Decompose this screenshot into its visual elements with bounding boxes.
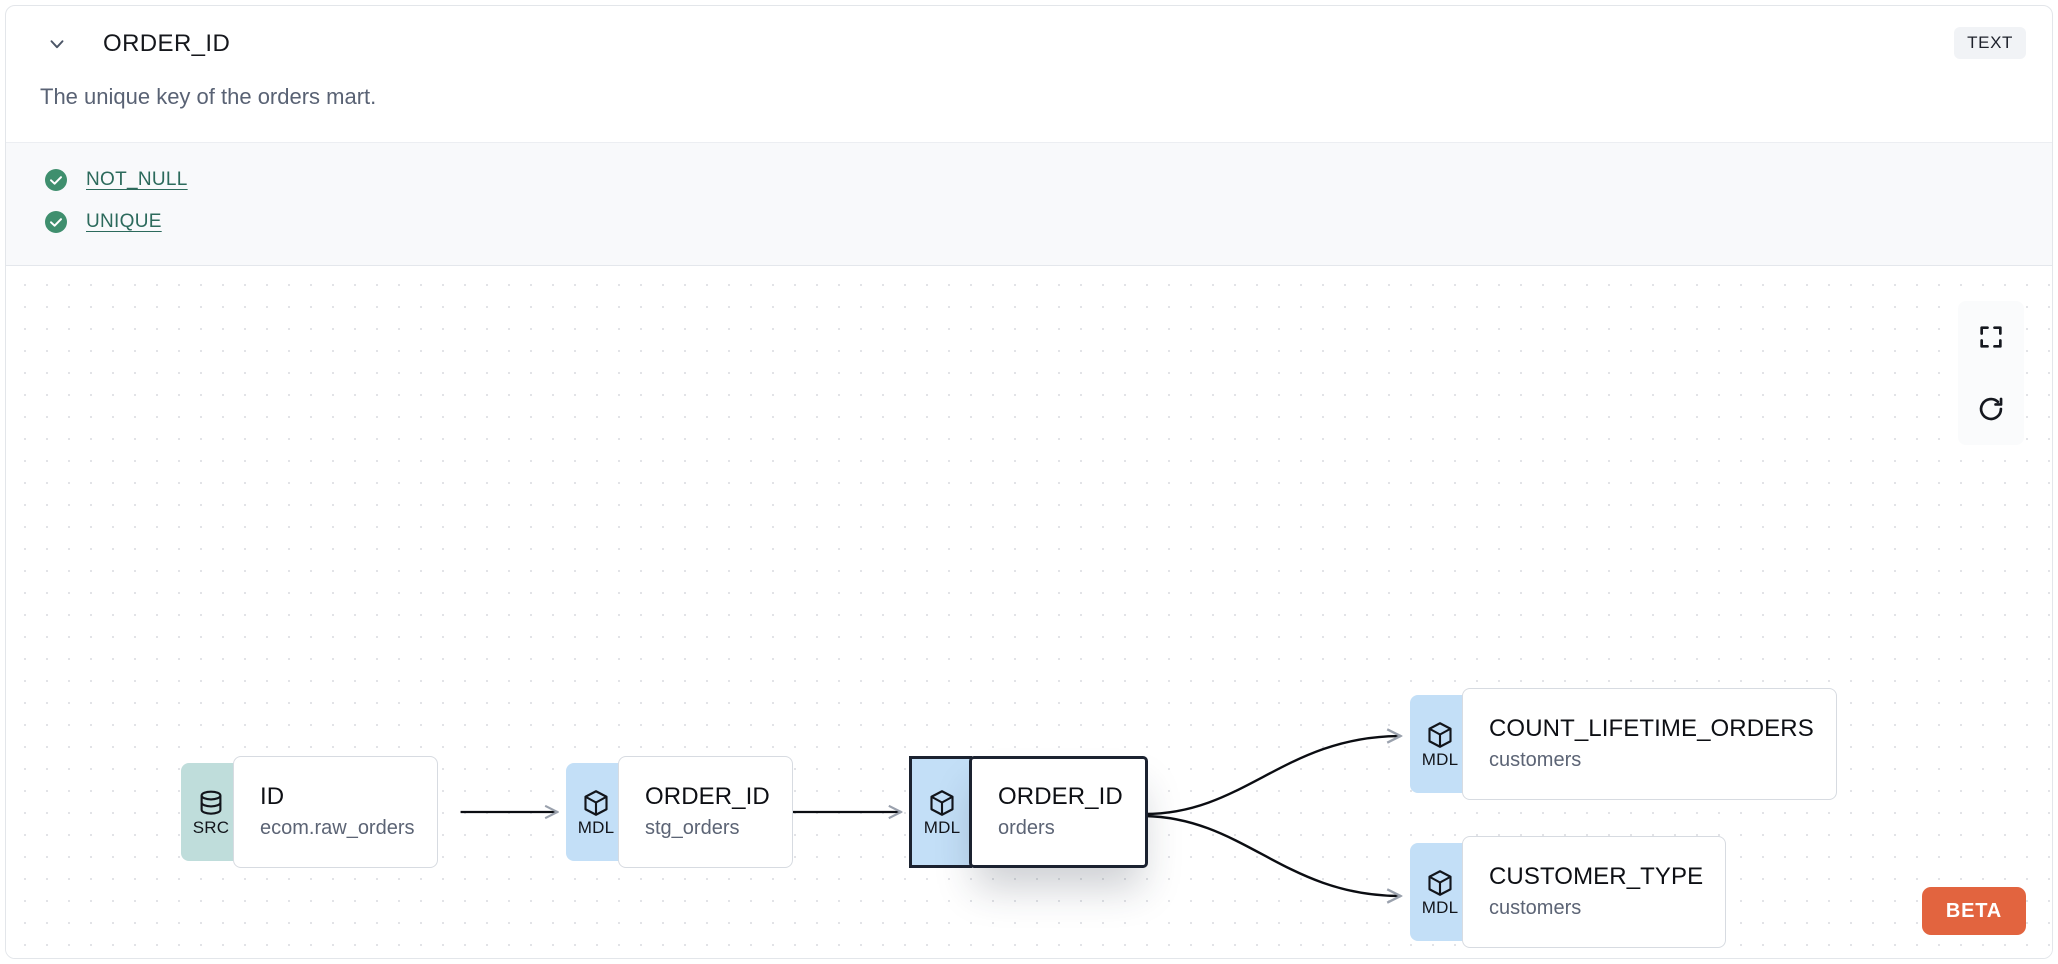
column-description: The unique key of the orders mart. xyxy=(40,84,377,109)
lineage-node-customer-type[interactable]: MDL CUSTOMER_TYPE customers xyxy=(1410,835,1727,948)
node-column-name: ORDER_ID xyxy=(998,783,1123,811)
node-resource-name: ecom.raw_orders xyxy=(260,817,415,840)
node-column-name: ID xyxy=(260,783,285,811)
node-kind-badge-mdl: MDL xyxy=(1410,842,1470,941)
test-link-unique[interactable]: UNIQUE xyxy=(86,210,162,232)
node-kind-badge-mdl: MDL xyxy=(566,762,626,861)
database-icon xyxy=(200,790,222,815)
edge-orders-custtype xyxy=(1144,814,1401,896)
cube-icon xyxy=(1428,721,1452,748)
lineage-node-count-lifetime-orders[interactable]: MDL COUNT_LIFETIME_ORDERS customers xyxy=(1410,687,1837,800)
cube-icon xyxy=(584,789,608,816)
node-body: COUNT_LIFETIME_ORDERS customers xyxy=(1462,687,1837,800)
fullscreen-icon xyxy=(1980,326,2002,348)
node-kind-label: MDL xyxy=(577,817,615,837)
column-detail-card: ORDER_ID TEXT The unique key of the orde… xyxy=(5,5,2053,959)
fullscreen-button[interactable] xyxy=(1958,301,2024,373)
tests-section: NOT_NULL UNIQUE xyxy=(6,141,2052,266)
cube-icon xyxy=(1428,869,1452,896)
node-body: ORDER_ID stg_orders xyxy=(618,755,793,868)
canvas-controls xyxy=(1958,300,2024,445)
node-kind-label: MDL xyxy=(923,817,961,837)
reset-view-button[interactable] xyxy=(1958,373,2024,445)
node-body: ID ecom.raw_orders xyxy=(233,755,438,868)
check-circle-icon xyxy=(45,168,67,191)
cube-icon xyxy=(930,789,954,816)
node-resource-name: customers xyxy=(1489,897,1582,920)
lineage-node-src-id[interactable]: SRC ID ecom.raw_orders xyxy=(181,755,438,868)
node-kind-badge-src: SRC xyxy=(181,762,241,861)
lineage-node-stg-orders[interactable]: MDL ORDER_ID stg_orders xyxy=(566,755,793,868)
refresh-icon xyxy=(1979,397,2003,420)
test-row: UNIQUE xyxy=(6,201,2052,243)
chevron-down-icon[interactable] xyxy=(40,27,74,61)
node-resource-name: stg_orders xyxy=(645,817,740,840)
node-kind-label: MDL xyxy=(1421,897,1459,917)
page-title: ORDER_ID xyxy=(103,30,231,57)
node-column-name: CUSTOMER_TYPE xyxy=(1489,863,1704,891)
edge-orders-count xyxy=(1144,736,1401,815)
node-resource-name: customers xyxy=(1489,749,1582,772)
node-body: CUSTOMER_TYPE customers xyxy=(1462,835,1727,948)
node-kind-label: SRC xyxy=(192,817,230,837)
node-body: ORDER_ID orders xyxy=(969,755,1148,868)
test-link-not-null[interactable]: NOT_NULL xyxy=(86,168,188,190)
node-column-name: ORDER_ID xyxy=(645,783,770,811)
beta-badge[interactable]: BETA xyxy=(1921,886,2026,935)
node-kind-badge-mdl: MDL xyxy=(1410,694,1470,793)
test-row: NOT_NULL xyxy=(6,159,2052,201)
node-kind-badge-mdl: MDL xyxy=(909,755,972,868)
check-circle-icon xyxy=(45,210,67,233)
node-resource-name: orders xyxy=(998,817,1055,840)
column-header: ORDER_ID TEXT xyxy=(6,6,2052,82)
node-column-name: COUNT_LIFETIME_ORDERS xyxy=(1489,715,1814,743)
node-kind-label: MDL xyxy=(1421,749,1459,769)
column-type-badge: TEXT xyxy=(1954,27,2026,59)
lineage-node-orders-selected[interactable]: MDL ORDER_ID orders xyxy=(909,755,1148,868)
lineage-canvas[interactable]: SRC ID ecom.raw_orders MDL ORDER_ID stg_… xyxy=(6,265,2052,958)
